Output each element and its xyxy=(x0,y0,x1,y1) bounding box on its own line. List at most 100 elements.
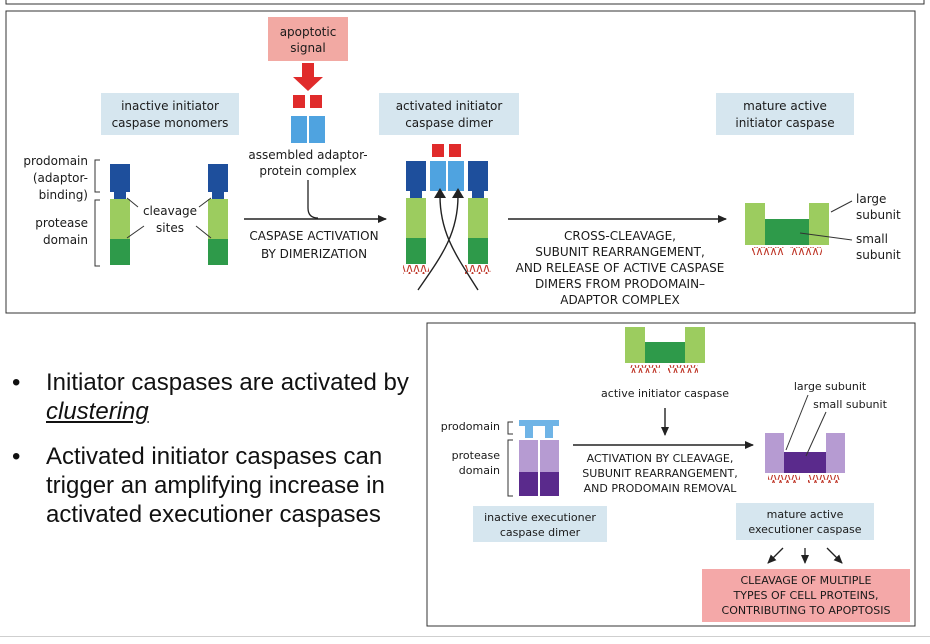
monomer-linker xyxy=(114,192,126,199)
mature-initiator-box xyxy=(716,93,854,135)
protease-domain-label: protease xyxy=(35,216,88,230)
active-site-spikes xyxy=(668,365,698,373)
output-arrow-left xyxy=(767,547,784,564)
bullet-item-clustering: • Initiator caspases are activated by cl… xyxy=(12,368,412,426)
mature-exec-large-subunit xyxy=(826,433,845,473)
mature-executioner-label: mature active xyxy=(767,508,844,521)
adaptor-blue-block xyxy=(448,161,464,191)
adaptor-joining-line xyxy=(307,180,319,219)
small-subunit-label: small xyxy=(856,232,888,246)
prodomain-label-2: (adaptor- xyxy=(33,171,88,185)
dimerization-label: CASPASE ACTIVATION xyxy=(249,229,378,243)
cross-cleavage-label-3: AND RELEASE OF ACTIVE CASPASE xyxy=(516,261,725,275)
cleavage-sites-label-2: sites xyxy=(156,221,184,235)
inactive-monomers-box xyxy=(101,93,239,135)
cleavage-pointer xyxy=(198,197,212,208)
active-site-spikes xyxy=(403,265,429,274)
inactive-monomers-label-2: caspase monomers xyxy=(112,116,229,130)
initiator-large-subunit xyxy=(685,327,705,363)
initiator-activation-panel: apoptotic signal assembled adaptor- prot… xyxy=(5,10,916,314)
active-site-spikes xyxy=(808,475,840,483)
dimer-prodomain xyxy=(468,161,488,191)
inactive-monomers-label: inactive initiator xyxy=(121,99,219,113)
prodomain-label-3: binding) xyxy=(39,188,88,202)
exec-prodomain-bracket xyxy=(507,421,513,435)
bullet-text-main: Initiator caspases are activated by xyxy=(46,369,409,396)
active-site-spikes xyxy=(768,475,800,483)
monomer-small-subunit xyxy=(110,239,130,265)
activated-dimer-label-2: caspase dimer xyxy=(405,116,493,130)
exec-small-subunit xyxy=(519,472,538,496)
adaptor-blue-block xyxy=(430,161,446,191)
mature-small-subunit xyxy=(765,219,787,245)
cleavage-pointer xyxy=(126,197,139,208)
mature-large-subunit xyxy=(745,203,765,245)
initiator-large-subunit xyxy=(625,327,645,363)
large-subunit-label-2: subunit xyxy=(856,208,901,222)
prodomain-bracket xyxy=(94,159,100,193)
large-subunit-pointer xyxy=(830,200,853,213)
exec-protease-label-2: domain xyxy=(459,464,500,477)
executioner-activation-label-3: AND PRODOMAIN REMOVAL xyxy=(584,482,738,495)
cross-cleavage-label-4: DIMERS FROM PRODOMAIN– xyxy=(535,277,705,291)
dimer-linker xyxy=(410,191,422,198)
monomer-prodomain xyxy=(110,164,130,192)
exec-prodomain-stem xyxy=(545,426,553,438)
cleavage-pointer xyxy=(195,225,212,239)
inactive-executioner-label: inactive executioner xyxy=(484,511,596,524)
exec-large-subunit-pointer xyxy=(785,394,809,451)
clustering-emphasis: clustering xyxy=(46,398,149,425)
activated-dimer xyxy=(403,144,491,291)
signal-arrow-head xyxy=(293,77,323,91)
adaptor-label: assembled adaptor- xyxy=(248,148,367,162)
adaptor-red-block xyxy=(310,95,322,108)
dimer-prodomain xyxy=(406,161,426,191)
dimer-large-subunit xyxy=(406,198,426,238)
adaptor-blue-block xyxy=(291,116,307,143)
monomer-large-subunit xyxy=(208,199,228,239)
activated-dimer-box xyxy=(379,93,519,135)
executioner-activation-label: ACTIVATION BY CLEAVAGE, xyxy=(587,452,734,465)
exec-protease-label: protease xyxy=(452,449,501,462)
mature-exec-large-subunit xyxy=(765,433,784,473)
mature-exec-small-subunit xyxy=(784,452,805,473)
mature-initiator-label-2: initiator caspase xyxy=(735,116,834,130)
adaptor-red-block xyxy=(449,144,461,157)
cleavage-result-box xyxy=(702,569,910,622)
cleavage-result-label-2: TYPES OF CELL PROTEINS, xyxy=(733,589,879,602)
slide-bottom-divider xyxy=(0,636,930,637)
executioner-activation-panel: active initiator caspase prodomain prote… xyxy=(426,322,916,627)
executioner-activation-label-2: SUBUNIT REARRANGEMENT, xyxy=(582,467,737,480)
exec-large-subunit-label: large subunit xyxy=(794,380,867,393)
output-arrow-right xyxy=(826,547,843,564)
inactive-executioner-dimer xyxy=(519,420,559,496)
small-subunit-label-2: subunit xyxy=(856,248,901,262)
adaptor-label-2: protein complex xyxy=(259,164,356,178)
previous-panel-border xyxy=(5,0,925,5)
mature-executioner-label-2: executioner caspase xyxy=(748,523,861,536)
initiator-small-subunit xyxy=(665,342,685,363)
bullet-item-amplifying: • Activated initiator caspases can trigg… xyxy=(12,442,412,529)
prodomain-label: prodomain xyxy=(23,154,88,168)
active-site-spikes xyxy=(790,247,822,255)
cleavage-result-label: CLEAVAGE OF MULTIPLE xyxy=(740,574,871,587)
exec-large-subunit xyxy=(540,440,559,472)
inactive-executioner-box xyxy=(473,506,607,542)
protease-domain-label-2: domain xyxy=(43,233,88,247)
cross-cleavage-label-5: ADAPTOR COMPLEX xyxy=(560,293,680,307)
monomer-linker xyxy=(212,192,224,199)
cleavage-pointer xyxy=(126,225,145,239)
adaptor-blue-block xyxy=(309,116,325,143)
signal-arrow-shaft xyxy=(302,63,314,77)
apoptotic-signal-label-2: signal xyxy=(290,41,326,55)
active-site-spikes xyxy=(752,247,784,255)
bullet-list: • Initiator caspases are activated by cl… xyxy=(12,368,412,545)
mature-exec-small-subunit xyxy=(805,452,826,473)
exec-prodomain-label: prodomain xyxy=(441,420,500,433)
cross-cleavage-label: CROSS-CLEAVAGE, xyxy=(564,229,676,243)
exec-small-subunit xyxy=(540,472,559,496)
adaptor-red-block xyxy=(432,144,444,157)
inactive-executioner-label-2: caspase dimer xyxy=(500,526,581,539)
dimer-linker xyxy=(472,191,484,198)
